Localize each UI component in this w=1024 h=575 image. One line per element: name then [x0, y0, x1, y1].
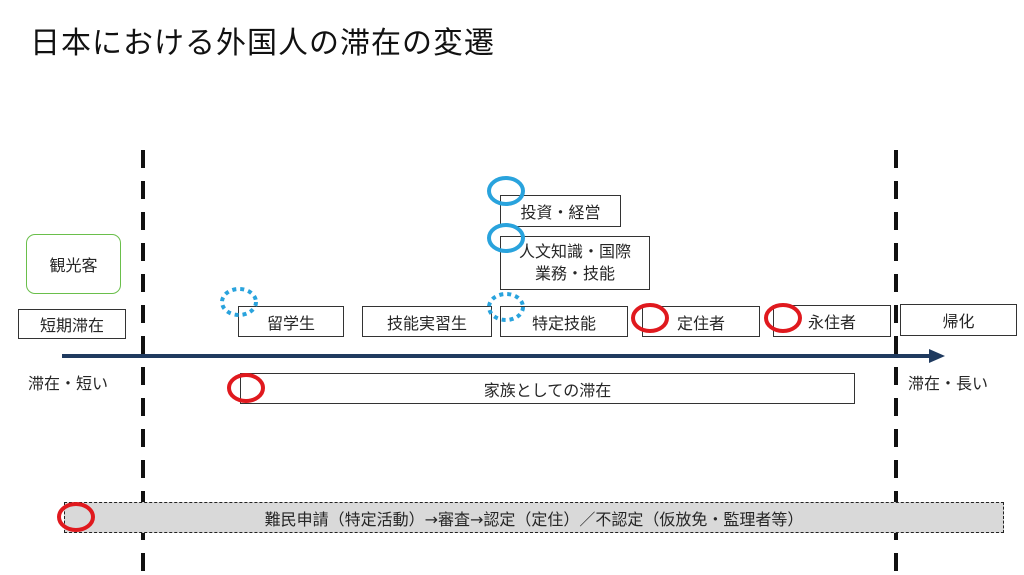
naturalization-box: 帰化: [900, 304, 1017, 336]
red-marker-family-stay: [227, 373, 265, 403]
blue-marker-investor: [487, 176, 525, 206]
red-marker-long-term-resident: [631, 303, 669, 333]
axis-right-label: 滞在・長い: [908, 374, 989, 393]
humanities-box: 人文知識・国際 業務・技能: [500, 236, 650, 290]
humanities-line-1: 人文知識・国際: [518, 242, 631, 261]
specified-skilled-box: 特定技能: [500, 306, 628, 337]
sightseer-box: 観光客: [26, 234, 121, 294]
permanent-resident-box: 永住者: [773, 305, 891, 337]
long-term-resident-box: 定住者: [642, 306, 760, 337]
humanities-line-2: 業務・技能: [534, 264, 615, 283]
technical-intern-box: 技能実習生: [362, 306, 492, 337]
page-title: 日本における外国人の滞在の変遷: [30, 26, 495, 61]
red-marker-permanent-resident: [764, 303, 802, 333]
red-marker-refugee: [57, 502, 95, 532]
blue-dotted-marker-student: [220, 287, 258, 317]
family-stay-box: 家族としての滞在: [240, 373, 855, 404]
blue-marker-humanities: [487, 223, 525, 253]
refugee-process-box: 難民申請（特定活動）→審査→認定（定住）／不認定（仮放免・監理者等）: [64, 502, 1004, 533]
axis-left-label: 滞在・短い: [28, 374, 109, 393]
student-box: 留学生: [238, 306, 344, 337]
short-stay-box: 短期滞在: [18, 309, 126, 339]
stay-axis-arrowhead: [929, 349, 945, 363]
blue-dotted-marker-specified-skilled: [487, 292, 525, 322]
